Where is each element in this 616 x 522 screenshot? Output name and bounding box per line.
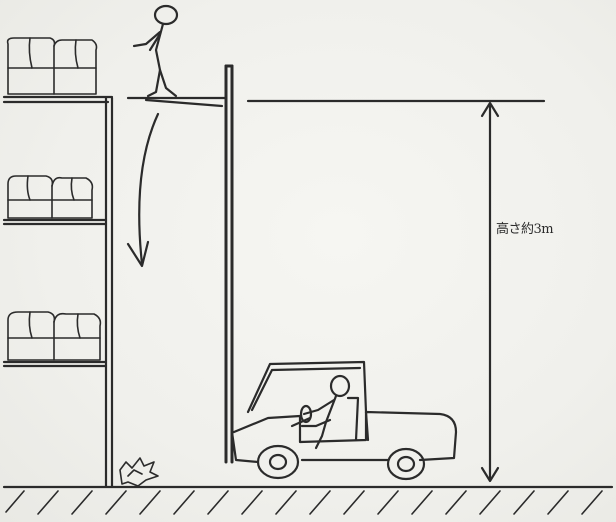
forklift-wheel-rear <box>388 449 424 479</box>
storage-rack <box>4 97 112 486</box>
ground <box>4 487 612 514</box>
driver-head <box>331 376 349 396</box>
person-figure <box>134 6 177 96</box>
forklift-mast <box>226 66 232 462</box>
cargo-bales-top <box>8 38 97 94</box>
fall-arrow <box>128 114 158 266</box>
driver-figure <box>302 376 349 448</box>
rack-shelf-top <box>4 97 112 102</box>
cargo-bales-middle <box>8 176 92 218</box>
height-dimension-arrow <box>482 103 498 481</box>
cargo-bales-bottom <box>8 312 100 360</box>
rack-shelf-middle <box>4 220 106 224</box>
rack-shelf-bottom <box>4 362 106 366</box>
height-annotation-label: 高さ約3m <box>496 218 553 237</box>
impact-mark <box>120 458 158 486</box>
raised-platform <box>128 98 226 106</box>
forklift-wheel-front <box>258 446 298 478</box>
person-head <box>155 6 177 24</box>
